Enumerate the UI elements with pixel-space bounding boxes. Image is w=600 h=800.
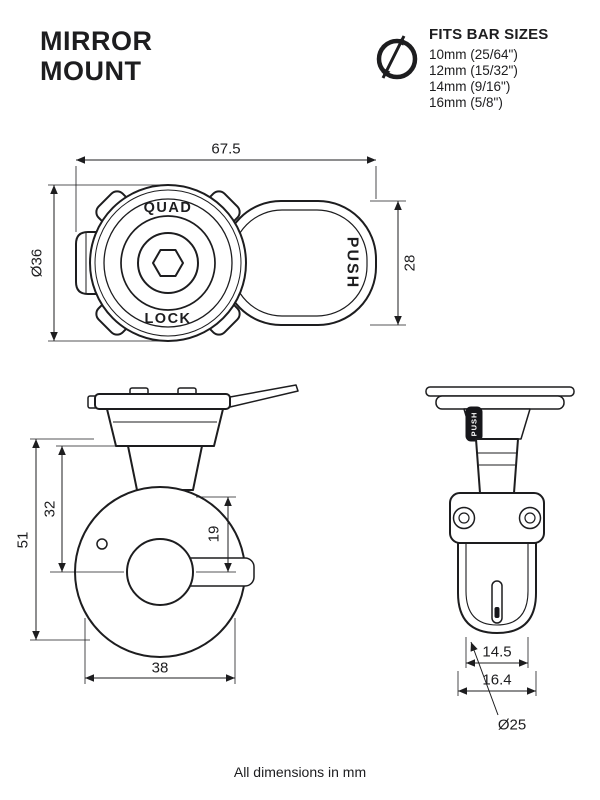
- dimensions-note: All dimensions in mm: [233, 764, 367, 780]
- page-title-line2: MOUNT: [40, 56, 142, 87]
- clamp-block-front: [449, 492, 545, 544]
- lever-front: PUSH: [465, 406, 483, 442]
- bar-sizes-text: FITS BAR SIZES 10mm (25/64") 12mm (15/32…: [429, 24, 548, 111]
- dim-upper-height-label: 32: [42, 501, 59, 518]
- front-view: PUSH: [400, 381, 590, 754]
- push-label: PUSH: [344, 237, 361, 289]
- dim-lever-width: 28: [370, 200, 419, 326]
- stem-front: [475, 438, 519, 494]
- bar-size-item: 12mm (15/32"): [429, 63, 518, 78]
- dim-lever-width-label: 28: [402, 255, 419, 272]
- dim-clamp-width-label: 38: [152, 660, 169, 677]
- dim-outer-width: 16.4: [457, 671, 537, 696]
- lock-label: LOCK: [144, 311, 191, 327]
- bar-size-item: 10mm (25/64"): [429, 47, 518, 62]
- top-view-drawing: 67.5 Ø36 28 PUSH: [29, 141, 419, 342]
- side-view: 51 32 19 38: [10, 382, 310, 719]
- dim-clamp-diameter: Ø25: [470, 641, 526, 734]
- dim-offset-label: 19: [206, 526, 223, 543]
- dim-head-diameter-label: Ø36: [29, 249, 46, 277]
- dim-clamp-width: 38: [84, 618, 236, 684]
- dim-upper-height: 32: [42, 445, 126, 573]
- bar-sizes-panel: FITS BAR SIZES 10mm (25/64") 12mm (15/32…: [368, 24, 548, 111]
- bar-size-item: 14mm (9/16"): [429, 79, 511, 94]
- dim-total-height-label: 51: [15, 532, 32, 549]
- side-view-drawing: 51 32 19 38: [15, 384, 299, 684]
- dim-offset: 19: [196, 496, 236, 573]
- dim-outer-width-label: 16.4: [482, 672, 511, 689]
- lever-blade: [229, 384, 299, 408]
- dim-inner-width: 14.5: [465, 637, 529, 668]
- bar-diameter-icon: [376, 35, 418, 80]
- top-view: 67.5 Ø36 28 PUSH: [18, 136, 420, 361]
- dim-head-diameter: Ø36: [29, 184, 166, 342]
- hex-bolt-icon: [152, 249, 184, 277]
- quad-label: QUAD: [144, 200, 193, 216]
- dim-clamp-diameter-label: Ø25: [498, 717, 526, 734]
- bar-size-item: 16mm (5/8"): [429, 95, 503, 110]
- logo-mark: [494, 607, 500, 618]
- dim-inner-width-label: 14.5: [482, 644, 511, 661]
- mount-body-side: [106, 408, 224, 491]
- push-label-front: PUSH: [470, 412, 479, 437]
- bar-hole: [126, 538, 194, 606]
- dim-total-height: 51: [15, 438, 94, 641]
- mount-plate-front: PUSH: [425, 386, 575, 442]
- dim-top-width: 67.5: [75, 141, 377, 232]
- bar-sizes-heading: FITS BAR SIZES: [429, 26, 549, 43]
- bolt-left: [452, 506, 476, 530]
- front-view-drawing: PUSH: [425, 386, 575, 734]
- bolt-right: [518, 506, 542, 530]
- lower-clamp-front: [457, 542, 537, 634]
- quad-lock-head: QUAD LOCK: [89, 184, 247, 342]
- page-title-line1: MIRROR: [40, 26, 153, 56]
- dim-top-width-label: 67.5: [211, 141, 240, 158]
- page-title: MIRROR MOUNT: [40, 26, 153, 86]
- bar-clamp-side: [74, 486, 255, 658]
- mount-plate-side: [87, 384, 299, 410]
